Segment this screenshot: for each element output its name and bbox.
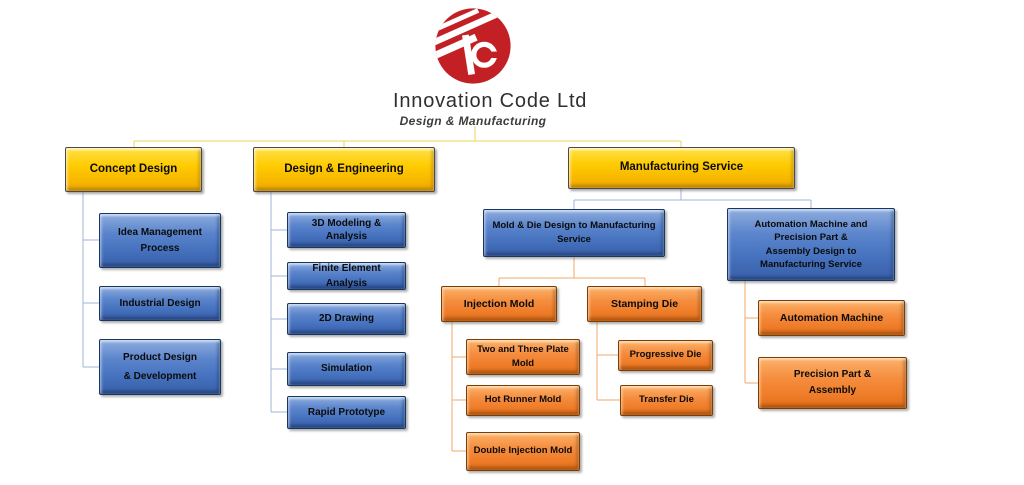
node-label: Double Injection Mold [473, 445, 573, 457]
node-idea-management-process: Idea Management Process [99, 213, 221, 268]
node-automation-machine: Automation Machine [758, 300, 905, 336]
company-logo-icon [435, 8, 511, 84]
company-name: Innovation Code Ltd [393, 90, 588, 112]
node-two-three-plate-mold: Two and Three Plate Mold [466, 339, 580, 375]
node-label: Stamping Die [610, 297, 679, 310]
node-label: 3D Modeling & Analysis [311, 217, 382, 243]
node-mold-die-design: Mold & Die Design to Manufacturing Servi… [483, 209, 665, 257]
node-injection-mold: Injection Mold [441, 286, 557, 322]
node-label: Progressive Die [629, 349, 702, 361]
connector-engineering-branch [270, 192, 287, 413]
node-label: Injection Mold [463, 297, 535, 310]
connector-stamping-branch [596, 322, 620, 401]
node-label: Rapid Prototype [307, 406, 386, 418]
logo-c-gap [491, 51, 501, 58]
node-2d-drawing: 2D Drawing [287, 303, 406, 335]
connector-manufacturing-branch [573, 189, 812, 209]
node-hot-runner-mold: Hot Runner Mold [466, 385, 580, 416]
node-label: Industrial Design [119, 297, 201, 309]
node-industrial-design: Industrial Design [99, 286, 221, 321]
connector-injection-branch [451, 322, 466, 452]
node-label: Manufacturing Service [619, 161, 744, 174]
node-label: Transfer Die [639, 394, 694, 406]
node-simulation: Simulation [287, 352, 406, 386]
connector-mold-die-branch [498, 257, 646, 286]
node-stamping-die: Stamping Die [587, 286, 702, 322]
node-label: Idea Management Process [118, 227, 202, 254]
node-label: Finite Element Analysis [312, 262, 381, 290]
node-label: Mold & Die Design to Manufacturing Servi… [492, 219, 656, 245]
node-concept-design: Concept Design [65, 147, 202, 192]
connector-concept-branch [82, 192, 99, 368]
node-label: 2D Drawing [318, 313, 374, 325]
node-transfer-die: Transfer Die [620, 385, 713, 416]
logo-letter-i [462, 34, 476, 76]
node-automation-design: Automation Machine and Precision Part & … [727, 208, 895, 281]
logo-block: Innovation Code Ltd Design & Manufacturi… [393, 6, 588, 128]
node-product-design-development: Product Design & Development [99, 339, 221, 395]
node-progressive-die: Progressive Die [618, 340, 713, 371]
node-3d-modeling-analysis: 3D Modeling & Analysis [287, 212, 406, 248]
node-label: Automation Machine [779, 311, 884, 324]
node-label: Hot Runner Mold [484, 394, 562, 406]
node-rapid-prototype: Rapid Prototype [287, 396, 406, 429]
node-precision-part-assembly: Precision Part & Assembly [758, 357, 907, 409]
node-finite-element-analysis: Finite Element Analysis [287, 262, 406, 290]
node-manufacturing-service: Manufacturing Service [568, 147, 795, 189]
node-label: Automation Machine and Precision Part & … [754, 218, 868, 270]
node-label: Simulation [320, 363, 373, 375]
connector-automation-branch [744, 281, 758, 384]
node-label: Precision Part & Assembly [793, 369, 872, 396]
connector-logo-to-top [133, 126, 682, 147]
node-double-injection-mold: Double Injection Mold [466, 432, 580, 471]
node-label: Product Design & Development [123, 352, 197, 382]
node-label: Concept Design [89, 162, 178, 175]
company-tagline: Design & Manufacturing [399, 114, 547, 128]
node-label: Design & Engineering [284, 162, 404, 175]
node-label: Two and Three Plate Mold [477, 343, 569, 369]
node-design-engineering: Design & Engineering [253, 147, 435, 192]
